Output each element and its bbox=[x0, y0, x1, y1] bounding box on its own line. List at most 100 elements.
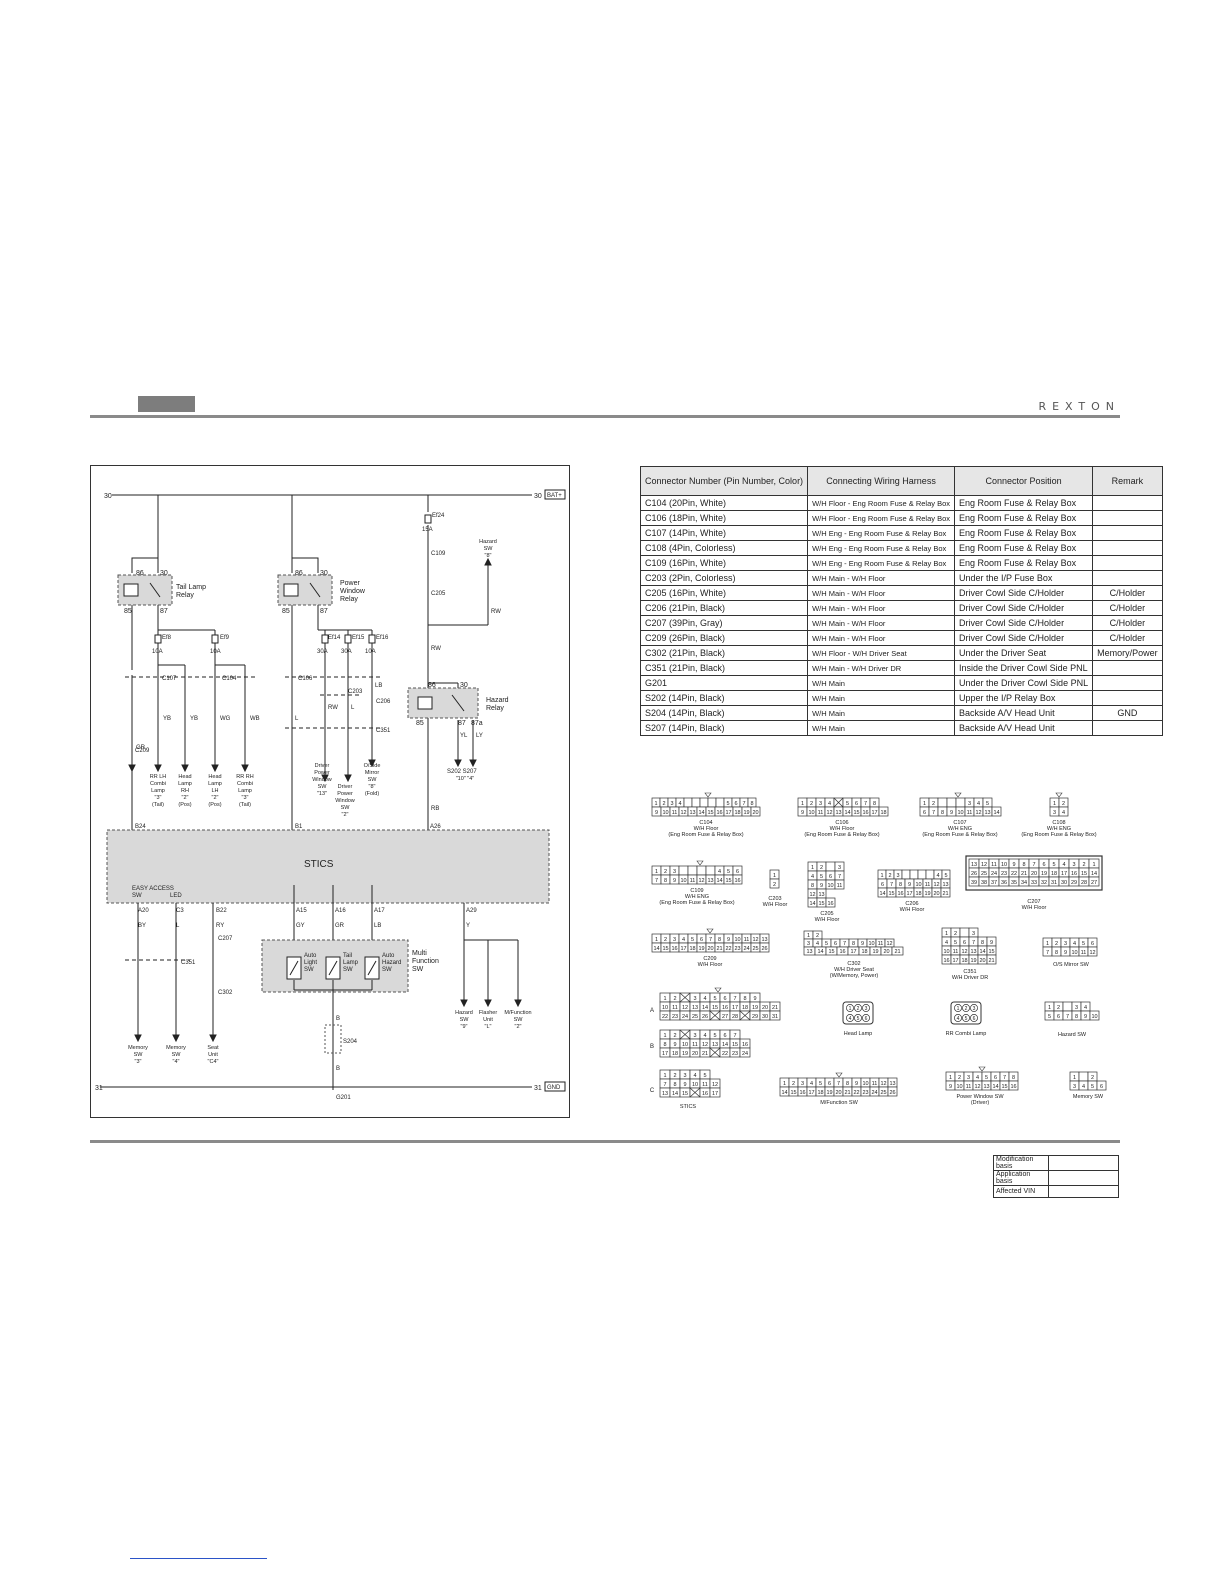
pin-number: 11 bbox=[837, 883, 843, 889]
pin-number: 8 bbox=[718, 937, 721, 943]
pin-number: 5 bbox=[820, 874, 823, 880]
load-osm-4: "8" bbox=[369, 784, 376, 790]
load-memory-sw-b: Memory bbox=[166, 1045, 186, 1051]
pin-number: 17 bbox=[662, 1051, 668, 1057]
multi-function-switches bbox=[286, 956, 380, 980]
pin-cell bbox=[846, 1004, 854, 1012]
pin-number: 6 bbox=[994, 1075, 997, 1081]
tail-relay-label-2: Relay bbox=[176, 592, 194, 599]
pin-number: 14 bbox=[672, 1091, 678, 1097]
pin-number: 2 bbox=[1057, 1005, 1060, 1011]
pin-number: 24 bbox=[682, 1014, 688, 1020]
pin-number: 16 bbox=[827, 901, 833, 907]
pin-number: 10 bbox=[1091, 1014, 1097, 1020]
keyway-marker bbox=[835, 1072, 843, 1078]
pin-number: 20 bbox=[933, 891, 939, 897]
footer-link-underline[interactable] bbox=[130, 1558, 267, 1559]
connector-label: C109 bbox=[690, 888, 703, 894]
pin-number: 9 bbox=[727, 937, 730, 943]
pin-number: 6 bbox=[736, 869, 739, 875]
pin-cell bbox=[909, 869, 919, 880]
pin-number: 7 bbox=[1046, 950, 1049, 956]
connector-label: W/H ENG bbox=[1047, 826, 1071, 832]
table-cell: C107 (14Pin, White) bbox=[639, 525, 809, 541]
pin-number: 20 bbox=[979, 958, 985, 964]
pin-number: 4 bbox=[1073, 941, 1076, 947]
pin-number: 7 bbox=[864, 801, 867, 807]
pin-number: 2 bbox=[792, 1081, 795, 1087]
load-hl-lh-3: LH bbox=[211, 788, 218, 794]
mf-auto-hazard-2: Hazard bbox=[382, 960, 401, 966]
conn-c203: C203 bbox=[348, 689, 363, 695]
table-cell: W/H Floor - Eng Room Fuse & Relay Box bbox=[807, 510, 956, 526]
stics-pin-a20: A20 bbox=[138, 908, 149, 914]
mod-value bbox=[1048, 1155, 1119, 1171]
connector-label: (Eng Room Fuse & Relay Box) bbox=[804, 832, 879, 838]
pin-number: 4 bbox=[810, 1081, 813, 1087]
pin-number: 4 bbox=[945, 940, 948, 946]
connector-label: C108 bbox=[1052, 820, 1065, 826]
table-row: C106 (18Pin, White)W/H Floor - Eng Room … bbox=[639, 510, 1163, 526]
pin-number: 10 bbox=[734, 937, 740, 943]
fuse-ef8-amp: 10A bbox=[152, 649, 163, 655]
pin-number: 23 bbox=[1001, 871, 1007, 877]
pin-number: 12 bbox=[981, 862, 987, 868]
tail-relay-pin-85: 85 bbox=[124, 608, 132, 615]
pin-number: 17 bbox=[680, 946, 686, 952]
pin-number: 2 bbox=[1091, 1075, 1094, 1081]
wire-yb: YB bbox=[163, 716, 171, 722]
load-dpw-5: "13" bbox=[317, 791, 327, 797]
pin-number: 23 bbox=[734, 946, 740, 952]
pin-number: 12 bbox=[886, 941, 892, 947]
table-cell: W/H Main - W/H Floor bbox=[807, 615, 956, 631]
pin-number: 13 bbox=[971, 862, 977, 868]
connector-label: C209 bbox=[703, 956, 716, 962]
pin-number: 10 bbox=[692, 1082, 698, 1088]
table-cell bbox=[1092, 540, 1163, 556]
pin-number: 1 bbox=[655, 937, 658, 943]
pin-number: 8 bbox=[852, 941, 855, 947]
ground-g201: G201 bbox=[336, 1095, 351, 1101]
table-cell bbox=[1092, 690, 1163, 706]
pin-number: 3 bbox=[670, 801, 673, 807]
table-cell: W/H Main - W/H Floor bbox=[807, 630, 956, 646]
table-cell: C205 (16Pin, White) bbox=[639, 585, 809, 601]
load-osm-3: SW bbox=[368, 777, 378, 783]
pin-number: 14 bbox=[844, 810, 850, 816]
pin-cell bbox=[925, 869, 935, 880]
load-hazard-top-3: "8" bbox=[485, 553, 492, 559]
load-hl-rh: Head bbox=[178, 774, 191, 780]
pin-number: 25 bbox=[880, 1090, 886, 1096]
pin-number: 3 bbox=[973, 1006, 976, 1012]
pin-number: 25 bbox=[692, 1014, 698, 1020]
stics-row-label-a: A bbox=[650, 1008, 654, 1014]
pin-number: 13 bbox=[970, 949, 976, 955]
load-rr-rh-5: (Tail) bbox=[239, 802, 251, 808]
table-cell: W/H Main - W/H Driver DR bbox=[807, 660, 956, 676]
pin-number: 21 bbox=[1021, 871, 1027, 877]
pin-number: 18 bbox=[817, 1090, 823, 1096]
pin-number: 15 bbox=[818, 901, 824, 907]
pin-cell bbox=[1087, 946, 1098, 957]
mod-row: Modification basis bbox=[993, 1155, 1119, 1171]
connector-label: W/H ENG bbox=[948, 826, 972, 832]
mf-tail-lamp: Tail bbox=[343, 953, 352, 959]
pin-number: 33 bbox=[1031, 880, 1037, 886]
mf-auto-hazard-3: SW bbox=[382, 967, 392, 973]
table-row: C107 (14Pin, White)W/H Eng - Eng Room Fu… bbox=[639, 525, 1163, 541]
pin-number: 31 bbox=[1051, 880, 1057, 886]
pin-number: 1 bbox=[1092, 862, 1095, 868]
pin-number: 4 bbox=[1062, 862, 1065, 868]
pin-number: 3 bbox=[807, 941, 810, 947]
mf-auto-light-3: SW bbox=[304, 967, 314, 973]
pin-number: 6 bbox=[1091, 941, 1094, 947]
pin-number: 7 bbox=[843, 941, 846, 947]
pin-number: 6 bbox=[881, 882, 884, 888]
pin-cell bbox=[862, 1014, 870, 1022]
table-cell: W/H Eng - Eng Room Fuse & Relay Box bbox=[807, 540, 956, 556]
table-cell bbox=[1092, 510, 1163, 526]
pin-number: 3 bbox=[673, 937, 676, 943]
load-mfunction: M/Function bbox=[504, 1010, 531, 1016]
pin-number: 9 bbox=[820, 883, 823, 889]
pin-number: 4 bbox=[816, 941, 819, 947]
